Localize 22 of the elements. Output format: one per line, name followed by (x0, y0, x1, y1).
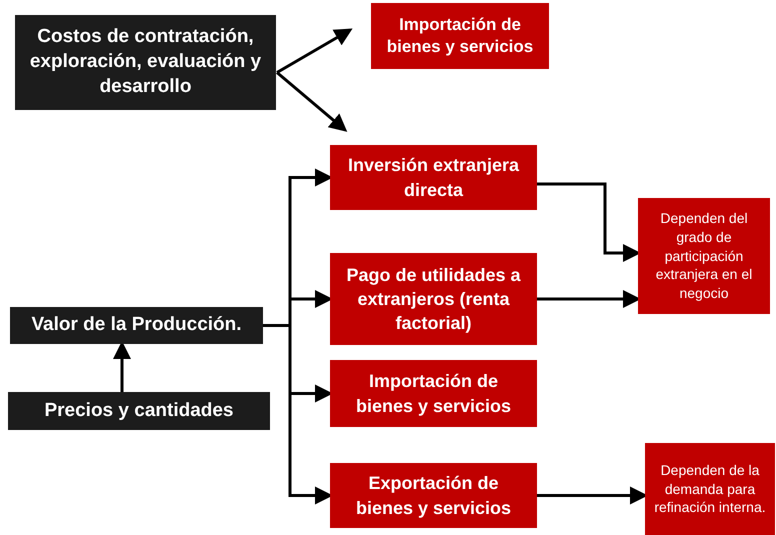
process-box (371, 3, 549, 69)
box-text: Dependen de la demanda para refinación interna. (653, 460, 767, 518)
box-text: Exportación de bienes y servicios (354, 472, 512, 520)
note-box (638, 198, 770, 314)
box-text: Precios y cantidades (44, 398, 234, 423)
process-box (330, 360, 537, 427)
process-box (10, 307, 263, 344)
arrow (276, 28, 353, 74)
box-text: Valor de la Producción. (31, 313, 242, 338)
process-box (330, 145, 537, 210)
box-text: Importación de bienes y servicios (386, 14, 534, 58)
box-text: Costos de contratación, exploración, evaluación y desarrollo (28, 25, 262, 99)
box-text: Importación de bienes y servicios (354, 370, 512, 418)
box-text: Inversión extranjera directa (346, 154, 520, 202)
process-box (15, 15, 276, 110)
box-text: Pago de utilidades a extranjeros (renta factorial) (346, 264, 521, 336)
box-text: Dependen del grado de participación extranjera en el negocio (654, 208, 754, 304)
process-box (8, 392, 270, 430)
note-box (645, 443, 775, 535)
arrow (276, 71, 348, 132)
process-box (330, 463, 537, 528)
process-box (330, 253, 537, 345)
